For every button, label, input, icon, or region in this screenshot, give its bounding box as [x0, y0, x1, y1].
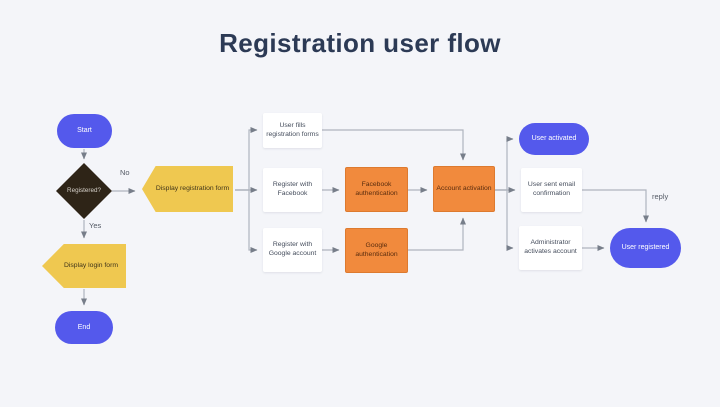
admin-activates-node: Administrator activates account: [519, 226, 582, 270]
google-auth-label: Google authentication: [355, 241, 398, 258]
facebook-auth-node: Facebook authentication: [345, 167, 408, 212]
user-sent-email-node: User sent email confirmation: [521, 168, 582, 212]
edge-activation-admin: [495, 189, 514, 251]
end-label: End: [77, 323, 91, 331]
user-activated-node: User activated: [519, 123, 589, 155]
register-facebook-node: Register with Facebook: [263, 168, 322, 212]
user-registered-label: User registered: [621, 244, 670, 252]
edge-googleauth-activation: [408, 217, 466, 251]
register-google-node: Register with Google account: [263, 228, 322, 272]
edge-userfills-activation: [322, 129, 466, 161]
facebook-auth-label: Facebook authentication: [355, 180, 398, 197]
page-title: Registration user flow: [219, 28, 501, 58]
registered-label: Registered?: [67, 186, 101, 194]
admin-activates-label: Administrator activates account: [524, 239, 577, 255]
display-login-form-label: Display login form: [63, 261, 119, 269]
edge-label-reply: reply: [652, 192, 669, 201]
edge-activation-activated: [495, 136, 514, 191]
account-activation-label: Account activation: [436, 184, 492, 192]
edge-label-no: No: [120, 168, 130, 177]
display-registration-form-node: Display registration form: [142, 166, 233, 212]
register-facebook-label: Register with Facebook: [272, 181, 313, 197]
account-activation-node: Account activation: [433, 166, 495, 212]
edge-regform-google: [235, 189, 258, 253]
edge-email-registered: [582, 189, 649, 223]
user-activated-label: User activated: [531, 135, 577, 143]
google-auth-node: Google authentication: [345, 228, 408, 273]
user-fills-forms-node: User fills registration forms: [263, 113, 322, 148]
edge-regform-userfills: [235, 127, 258, 191]
register-google-label: Register with Google account: [268, 241, 317, 257]
start-label: Start: [77, 127, 92, 135]
start-node: Start: [57, 114, 112, 148]
user-fills-forms-label: User fills registration forms: [266, 121, 319, 138]
end-node: End: [55, 311, 113, 344]
user-registered-node: User registered: [610, 228, 681, 268]
display-registration-form-label: Display registration form: [155, 184, 230, 192]
edge-label-yes: Yes: [89, 221, 102, 230]
user-sent-email-label: User sent email confirmation: [527, 181, 576, 197]
